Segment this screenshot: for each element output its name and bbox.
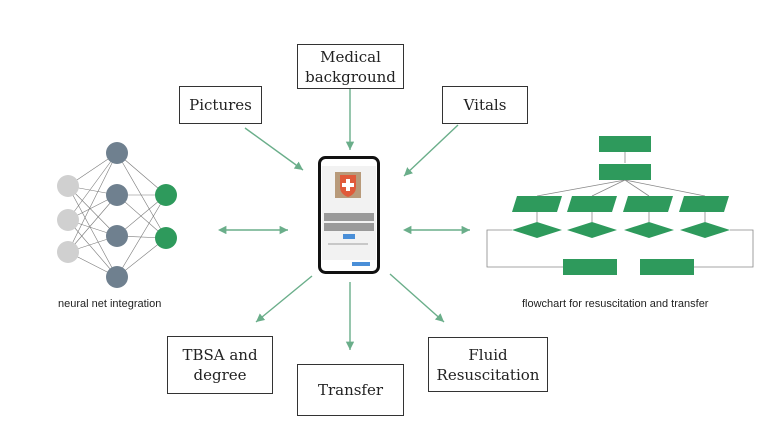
node-tbsa-and-degree: TBSA and degree: [167, 336, 273, 394]
flow-parallelogram: [567, 196, 617, 212]
node-label: Medical background: [305, 47, 396, 86]
nn-output-layer: [155, 184, 177, 249]
flow-parallelogram: [679, 196, 729, 212]
nn-hidden-node: [106, 266, 128, 288]
app-logo-icon: [335, 172, 361, 198]
nn-hidden-layer: [106, 142, 128, 288]
node-label: Fluid Resuscitation: [436, 345, 540, 384]
nn-output-node: [155, 227, 177, 249]
flow-diamond: [624, 222, 674, 238]
flow-parallelogram: [623, 196, 673, 212]
flow-box: [599, 136, 651, 152]
arrow-phone-to-tbsa: [255, 275, 313, 323]
caption-flowchart: flowchart for resuscitation and transfer: [522, 298, 709, 310]
node-medical-background: Medical background: [297, 44, 404, 89]
nn-hidden-node: [106, 142, 128, 164]
flow-diamond: [680, 222, 730, 238]
nn-input-node: [57, 209, 79, 231]
arrow-vitals-to-phone: [403, 124, 459, 177]
flow-diamond: [567, 222, 617, 238]
nn-input-layer: [57, 175, 79, 263]
node-pictures: Pictures: [179, 86, 262, 124]
nn-input-node: [57, 175, 79, 197]
node-fluid-resuscitation: Fluid Resuscitation: [428, 337, 548, 392]
flow-box: [563, 259, 617, 275]
nn-input-node: [57, 241, 79, 263]
nn-hidden-node: [106, 225, 128, 247]
node-transfer: Transfer: [297, 364, 404, 416]
node-vitals: Vitals: [442, 86, 528, 124]
node-label: TBSA and degree: [182, 346, 258, 384]
node-label: Pictures: [189, 96, 252, 114]
nn-hidden-node: [106, 184, 128, 206]
flow-diamond: [512, 222, 562, 238]
flow-parallelogram: [512, 196, 562, 212]
flow-box: [640, 259, 694, 275]
arrow-pictures-to-phone: [244, 127, 304, 171]
flow-box: [599, 164, 651, 180]
caption-neural-net: neural net integration: [58, 298, 162, 310]
arrow-phone-to-fluid: [389, 273, 445, 323]
phone-app-mockup: [318, 156, 380, 274]
nn-output-node: [155, 184, 177, 206]
node-label: Vitals: [463, 96, 507, 114]
node-label: Transfer: [317, 381, 384, 399]
